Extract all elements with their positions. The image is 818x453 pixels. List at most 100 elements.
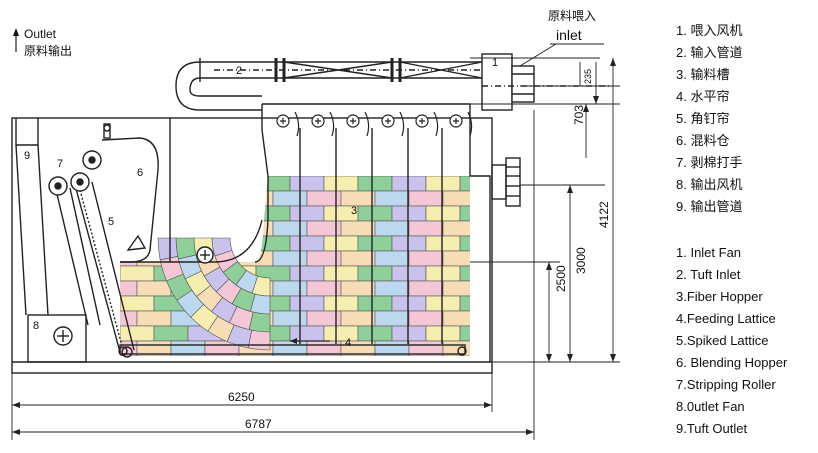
fiber-block bbox=[425, 265, 461, 282]
hopper-top-roller-mark bbox=[385, 118, 391, 124]
dim-height-235: 235 bbox=[583, 69, 593, 84]
fiber-block bbox=[120, 295, 155, 312]
legend-zh-item: 3. 输料槽 bbox=[676, 67, 730, 82]
hopper-top-rollers bbox=[276, 111, 473, 137]
dim-height-3000: 3000 bbox=[574, 247, 588, 274]
fiber-block bbox=[391, 295, 427, 312]
fiber-block bbox=[442, 220, 470, 237]
part-number-2: 2 bbox=[236, 65, 242, 77]
fiber-block bbox=[120, 265, 155, 282]
outlet-label-en: Outlet bbox=[24, 27, 57, 41]
part-number-7: 7 bbox=[57, 158, 63, 170]
fiber-block bbox=[340, 280, 376, 297]
fiber-block bbox=[221, 176, 257, 192]
legend-en-item: 9.Tuft Outlet bbox=[676, 421, 748, 436]
hopper-guide-curve bbox=[329, 111, 335, 137]
dim-height-2500: 2500 bbox=[554, 265, 568, 292]
part-number-5: 5 bbox=[108, 216, 114, 228]
fiber-block bbox=[442, 310, 470, 327]
fiber-block bbox=[425, 205, 461, 222]
fiber-block bbox=[340, 220, 376, 237]
fiber-block bbox=[120, 250, 138, 267]
fiber-block bbox=[289, 325, 325, 342]
legend-zh-item: 7. 剥棉打手 bbox=[676, 155, 743, 170]
fiber-block bbox=[323, 325, 359, 342]
tuft-outlet-duct bbox=[15, 144, 49, 316]
legend-en-item: 5.Spiked Lattice bbox=[676, 333, 769, 348]
fiber-block bbox=[204, 220, 240, 237]
part-number-1: 1 bbox=[492, 57, 498, 69]
legend-zh-item: 8. 输出风机 bbox=[676, 177, 743, 192]
fiber-block bbox=[153, 205, 189, 222]
fiber-block bbox=[289, 235, 325, 252]
hopper-guide-curve bbox=[433, 111, 439, 137]
fiber-block bbox=[425, 176, 461, 192]
fiber-block bbox=[408, 220, 444, 237]
fiber-block bbox=[120, 205, 155, 222]
fiber-block bbox=[357, 265, 393, 282]
legend-en-item: 7.Stripping Roller bbox=[676, 377, 776, 392]
stripping-rollers bbox=[48, 150, 214, 264]
fiber-hopper-housing bbox=[262, 103, 491, 362]
fiber-block bbox=[357, 325, 393, 342]
fiber-block bbox=[357, 235, 393, 252]
dimension-lines bbox=[11, 57, 620, 440]
fiber-block bbox=[374, 310, 410, 327]
inlet-label-en: inlet bbox=[556, 27, 582, 43]
hopper-guide-curve bbox=[294, 111, 300, 137]
hopper-top-roller-mark bbox=[419, 118, 425, 124]
machine-body bbox=[11, 103, 521, 374]
part-number-8: 8 bbox=[33, 320, 39, 332]
outlet-label-zh: 原料输出 bbox=[24, 43, 72, 58]
inlet-label: 原料喂入 inlet bbox=[519, 9, 604, 67]
fiber-block bbox=[340, 190, 376, 207]
fiber-block bbox=[272, 310, 308, 327]
part-numbers: 1 2 3 4 5 6 7 8 9 bbox=[24, 57, 498, 349]
dim-total-height: 4122 bbox=[597, 201, 611, 228]
part-number-3: 3 bbox=[351, 205, 357, 217]
legend-zh-item: 9. 输出管道 bbox=[676, 199, 743, 214]
dim-width-6787: 6787 bbox=[245, 417, 272, 431]
fiber-block bbox=[459, 325, 470, 342]
fiber-block bbox=[153, 325, 189, 342]
hopper-top-roller-mark bbox=[280, 118, 286, 124]
fiber-block bbox=[323, 235, 359, 252]
fiber-block bbox=[374, 190, 410, 207]
outlet-label: Outlet 原料输出 bbox=[13, 27, 72, 58]
fiber-block bbox=[204, 190, 240, 207]
part-number-4: 4 bbox=[345, 337, 351, 349]
fiber-block bbox=[408, 250, 444, 267]
fiber-block bbox=[391, 235, 427, 252]
fiber-block bbox=[459, 295, 470, 312]
legend-en-item: 2. Tuft Inlet bbox=[676, 267, 741, 282]
fiber-block bbox=[408, 310, 444, 327]
legend-en-item: 1. Inlet Fan bbox=[676, 245, 742, 260]
machine-frame bbox=[11, 117, 493, 374]
hopper-guide-curve bbox=[467, 111, 473, 137]
hopper-top-roller-mark bbox=[453, 118, 459, 124]
fiber-block bbox=[170, 190, 206, 207]
legend-en-item: 3.Fiber Hopper bbox=[676, 289, 763, 304]
fiber-block bbox=[272, 250, 308, 267]
dim-width-6250: 6250 bbox=[228, 390, 255, 404]
legend-zh-item: 6. 混料仓 bbox=[676, 133, 730, 148]
hopper-guide-curve bbox=[399, 111, 405, 137]
hopper-top-roller-mark bbox=[350, 118, 356, 124]
fiber-block bbox=[289, 176, 325, 192]
fiber-block bbox=[442, 190, 470, 207]
dim-height-703: 703 bbox=[572, 105, 586, 125]
legend-zh-item: 4. 水平帘 bbox=[676, 89, 730, 104]
spiked-lattice bbox=[74, 181, 135, 353]
fiber-arc-block bbox=[157, 237, 179, 261]
fiber-arc-block bbox=[175, 237, 197, 260]
legend-en-item: 6. Blending Hopper bbox=[676, 355, 788, 370]
fiber-block bbox=[221, 205, 257, 222]
fiber-block bbox=[391, 265, 427, 282]
fiber-block bbox=[391, 205, 427, 222]
fiber-block bbox=[442, 250, 470, 267]
part-number-6: 6 bbox=[137, 167, 143, 179]
part-number-9: 9 bbox=[24, 150, 30, 162]
fiber-block bbox=[374, 250, 410, 267]
fiber-block bbox=[459, 176, 470, 192]
